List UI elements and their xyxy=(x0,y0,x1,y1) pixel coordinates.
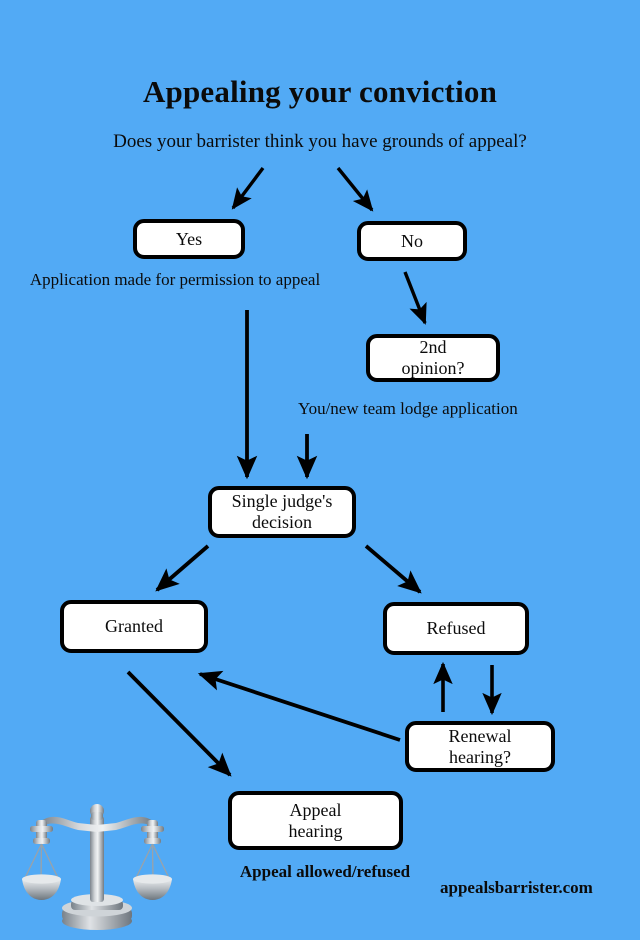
arrow-single-judge-to-granted xyxy=(155,544,210,592)
node-single-judge-line2: decision xyxy=(252,512,312,532)
node-single-judge-label: Single judge's decision xyxy=(220,491,345,532)
caption-lodge-application: You/new team lodge application xyxy=(298,399,518,418)
node-renewal-hearing[interactable]: Renewal hearing? xyxy=(405,721,555,772)
site-url: appealsbarrister.com xyxy=(440,878,593,897)
node-renewal-line2: hearing? xyxy=(449,746,511,767)
arrow-no-to-second-opinion xyxy=(403,271,427,325)
arrow-question-to-no xyxy=(336,166,374,212)
arrow-granted-to-appeal-hearing xyxy=(126,670,232,777)
node-no[interactable]: No xyxy=(357,221,467,261)
node-yes[interactable]: Yes xyxy=(133,219,245,259)
arrow-renewal-to-granted xyxy=(197,670,401,742)
node-second-opinion-line2: opinion? xyxy=(401,358,465,378)
node-single-judge-line1: Single judge's xyxy=(231,491,333,512)
arrow-single-judge-to-refused xyxy=(364,544,422,594)
scales-of-justice-icon xyxy=(22,804,172,930)
node-single-judge-decision[interactable]: Single judge's decision xyxy=(208,486,356,538)
node-appeal-line2: hearing xyxy=(288,820,343,841)
node-refused-label: Refused xyxy=(426,618,486,639)
node-renewal-hearing-label: Renewal hearing? xyxy=(437,726,524,767)
node-yes-label: Yes xyxy=(175,228,203,249)
arrow-question-to-yes xyxy=(231,166,265,210)
node-second-opinion-line1: 2nd xyxy=(419,337,447,358)
node-second-opinion-label: 2nd opinion? xyxy=(390,337,477,378)
caption-appeal-outcome: Appeal allowed/refused xyxy=(239,862,411,881)
root-question: Does your barrister think you have groun… xyxy=(113,131,527,152)
node-granted-label: Granted xyxy=(105,616,163,637)
node-appeal-hearing[interactable]: Appeal hearing xyxy=(228,791,403,850)
node-second-opinion[interactable]: 2nd opinion? xyxy=(366,334,500,382)
page-title: Appealing your conviction xyxy=(142,74,498,109)
node-renewal-line1: Renewal xyxy=(448,725,512,746)
node-granted[interactable]: Granted xyxy=(60,600,208,653)
node-refused[interactable]: Refused xyxy=(383,602,529,655)
node-appeal-line1: Appeal xyxy=(289,799,342,820)
caption-permission: Application made for permission to appea… xyxy=(29,270,321,289)
node-no-label: No xyxy=(401,230,423,251)
node-appeal-hearing-label: Appeal hearing xyxy=(277,800,355,841)
